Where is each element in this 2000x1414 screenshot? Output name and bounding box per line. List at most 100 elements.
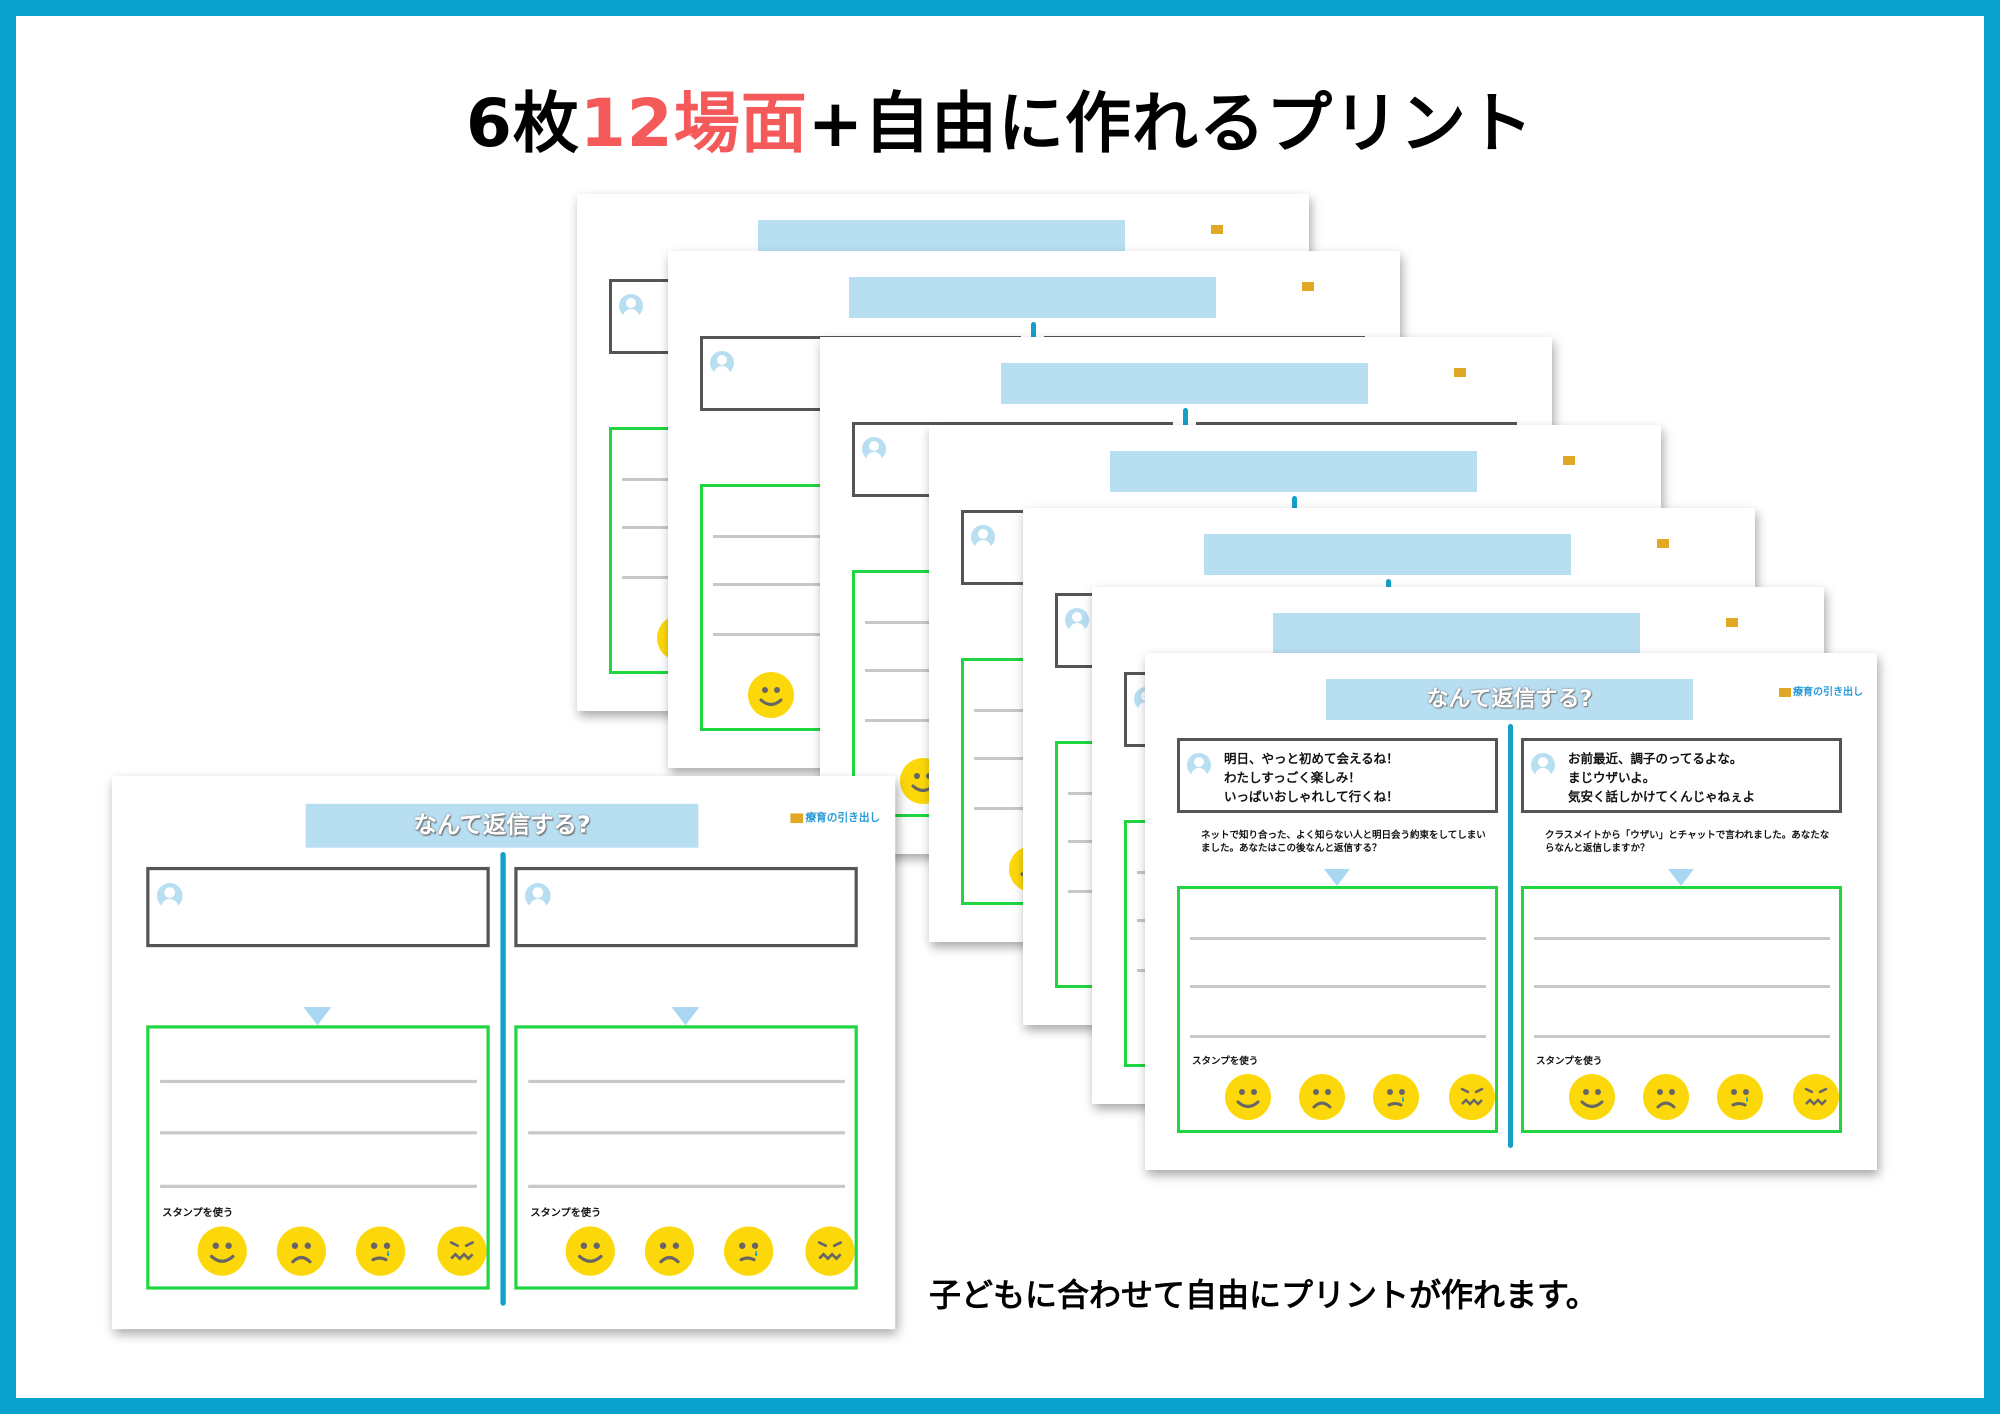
drawer-icon: [1211, 224, 1223, 234]
divider-line: [1508, 724, 1513, 1148]
message-line: まじウザいよ。: [1568, 770, 1656, 785]
avatar-icon: [710, 351, 734, 375]
answer-box: スタンプを使う: [146, 1025, 490, 1290]
crying-icon: [1717, 1074, 1763, 1120]
answer-line: [1190, 937, 1486, 940]
message-text: 明日、やっと初めて会えるね！ わたしすっごく楽しみ！ いっぱいおしゃれして行くね！: [1224, 749, 1399, 806]
worksheet-title-bar: [849, 277, 1216, 318]
headline-part2: +自由に作れるプリント: [807, 85, 1535, 162]
stamp-label: スタンプを使う: [162, 1207, 234, 1219]
down-arrow-icon: [1668, 869, 1694, 886]
drawer-icon: [1657, 538, 1669, 548]
angry-icon: [437, 1226, 487, 1276]
crying-icon: [724, 1226, 774, 1276]
message-box: [514, 866, 858, 948]
down-arrow-icon: [1324, 869, 1350, 886]
message-line: 気安く話しかけてくんじゃねぇよ: [1568, 789, 1756, 804]
logo-text: 療育の引き出し: [1793, 687, 1863, 698]
drawer-icon: [1726, 617, 1738, 627]
answer-box: スタンプを使う: [514, 1025, 858, 1290]
avatar-icon: [1187, 753, 1211, 777]
worksheet-title: なんて返信する?: [1326, 679, 1693, 720]
drawer-icon: [1302, 281, 1314, 291]
answer-line: [160, 1131, 477, 1135]
answer-line: [528, 1131, 845, 1135]
answer-line: [160, 1079, 477, 1084]
angry-icon: [805, 1226, 855, 1276]
sad-icon: [1643, 1074, 1689, 1120]
down-arrow-icon: [671, 1007, 700, 1026]
brand-logo: [1726, 617, 1740, 628]
worksheet-title-bar: [1273, 613, 1640, 654]
worksheet-title-bar: [1110, 451, 1477, 492]
smile-icon: [1225, 1074, 1271, 1120]
drawer-icon: [1563, 455, 1575, 465]
smile-icon: [1569, 1074, 1615, 1120]
worksheet-title-bar: [1204, 534, 1571, 575]
stamp-label: スタンプを使う: [530, 1207, 602, 1219]
brand-logo: 療育の引き出し: [790, 808, 880, 824]
drawer-icon: [1454, 367, 1466, 377]
brand-logo: 療育の引き出し: [1779, 683, 1863, 698]
divider-line: [500, 851, 506, 1306]
caption: 子どもに合わせて自由にプリントが作れます。: [929, 1276, 1598, 1314]
brand-logo: [1302, 281, 1316, 292]
smile-icon: [197, 1226, 247, 1276]
message-box: 明日、やっと初めて会えるね！ わたしすっごく楽しみ！ いっぱいおしゃれして行くね！: [1177, 738, 1498, 813]
answer-line: [1190, 985, 1486, 988]
brand-logo: [1454, 367, 1468, 378]
sad-icon: [644, 1226, 695, 1276]
worksheet: なんて返信する? 療育の引き出しスタンプを使う スタンプを使う: [112, 776, 896, 1330]
scenario-description: ネットで知り合った、よく知らない人と明日会う約束をしてしまいました。あなたはこの…: [1201, 830, 1486, 854]
message-text: お前最近、調子のってるよな。まじウザいよ。気安く話しかけてくんじゃねぇよ: [1568, 749, 1755, 806]
avatar-icon: [619, 294, 643, 318]
avatar-icon: [971, 525, 995, 549]
down-arrow-icon: [303, 1007, 332, 1026]
answer-box: スタンプを使う: [1177, 886, 1498, 1133]
answer-line: [1190, 1035, 1486, 1038]
brand-logo: [1211, 224, 1225, 235]
headline-highlight: 12場面: [579, 85, 808, 162]
sad-icon: [1299, 1074, 1345, 1120]
stamp-label: スタンプを使う: [1536, 1056, 1603, 1067]
avatar-icon: [525, 883, 551, 909]
message-box: [146, 866, 490, 948]
avatar-icon: [1065, 608, 1089, 632]
headline-part1: 6枚: [465, 85, 580, 162]
worksheet: なんて返信する? 療育の引き出し明日、やっと初めて会えるね！ わたしすっごく楽しみ！…: [1145, 653, 1877, 1170]
answer-line: [160, 1184, 477, 1188]
answer-box: スタンプを使う: [1521, 886, 1842, 1133]
crying-icon: [1373, 1074, 1419, 1120]
crying-icon: [355, 1226, 406, 1276]
scenario-column: スタンプを使う: [146, 776, 490, 1329]
avatar-icon: [862, 437, 886, 461]
answer-line: [528, 1184, 845, 1188]
sad-icon: [276, 1226, 326, 1276]
answer-line: [1534, 937, 1830, 940]
message-line: いっぱいおしゃれして行くね！: [1224, 789, 1399, 804]
logo-text: 療育の引き出し: [805, 812, 881, 825]
scenario-column: お前最近、調子のってるよな。まじウザいよ。気安く話しかけてくんじゃねぇよクラスメ…: [1521, 653, 1842, 1170]
smile-icon: [565, 1226, 615, 1276]
drawer-icon: [790, 812, 804, 823]
worksheet-title-bar: [1001, 363, 1368, 404]
angry-icon: [1449, 1074, 1495, 1120]
avatar-icon: [156, 883, 183, 909]
answer-line: [528, 1079, 845, 1084]
stamp-label: スタンプを使う: [1192, 1056, 1259, 1067]
answer-line: [1534, 1035, 1830, 1038]
message-line: お前最近、調子のってるよな。: [1568, 751, 1743, 766]
avatar-icon: [1531, 753, 1555, 777]
message-line: わたしすっごく楽しみ！: [1224, 770, 1361, 785]
headline: 6枚12場面+自由に作れるプリント: [0, 70, 2000, 166]
angry-icon: [1793, 1074, 1839, 1120]
scenario-column: 明日、やっと初めて会えるね！ わたしすっごく楽しみ！ いっぱいおしゃれして行くね！ ネ…: [1177, 653, 1498, 1170]
scenario-column: スタンプを使う: [514, 776, 858, 1329]
drawer-icon: [1779, 687, 1791, 697]
brand-logo: [1563, 455, 1577, 466]
answer-line: [1534, 985, 1830, 988]
worksheet-title: なんて返信する?: [305, 803, 699, 848]
message-box: お前最近、調子のってるよな。まじウザいよ。気安く話しかけてくんじゃねぇよ: [1521, 738, 1842, 813]
message-line: 明日、やっと初めて会えるね！: [1224, 751, 1399, 766]
scenario-description: クラスメイトから「ウザい」とチャットで言われました。あなたならなんと返信しますか…: [1545, 830, 1830, 854]
